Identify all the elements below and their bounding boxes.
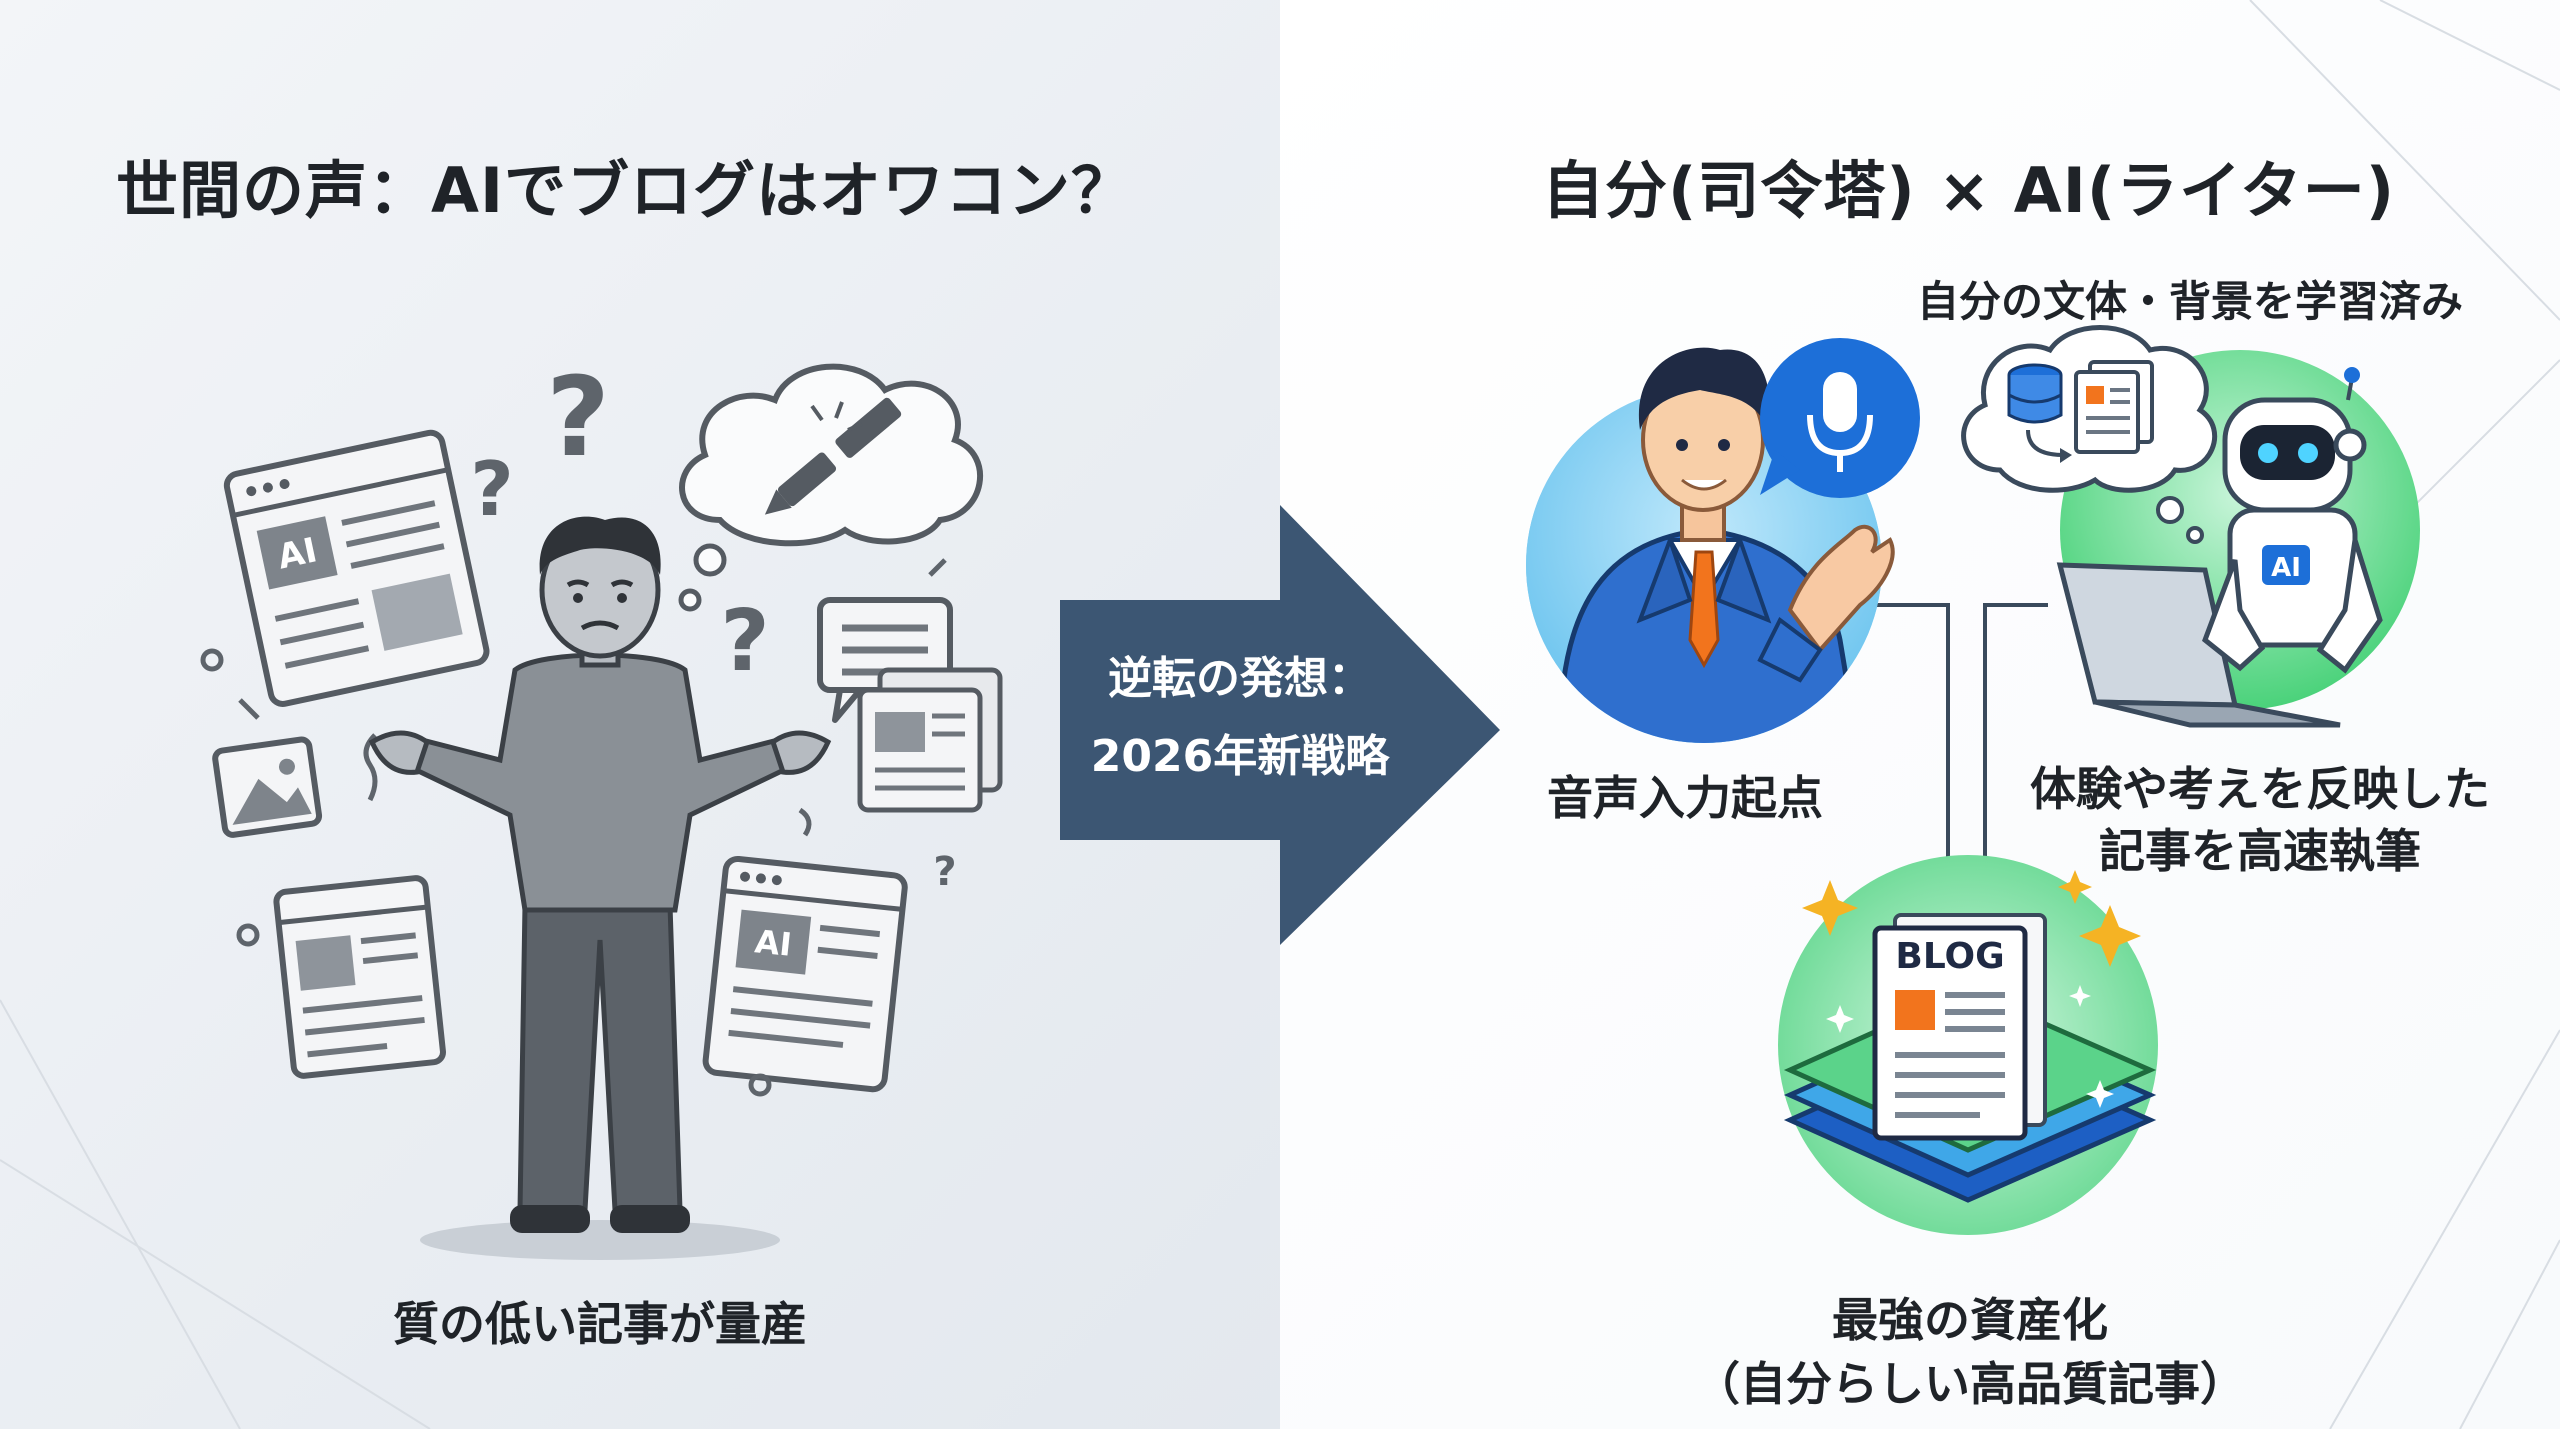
connector-lines xyxy=(1850,603,2048,900)
asset-line-1: 最強の資産化 xyxy=(1832,1293,2108,1347)
image-icon xyxy=(212,736,323,838)
blog-asset-illustration: BLOG xyxy=(1778,855,2158,1235)
documents-icon xyxy=(2074,360,2154,454)
asset-line-2: （自分らしい高品質記事） xyxy=(1694,1357,2246,1411)
voice-input-label: 音声入力起点 xyxy=(1547,771,1823,825)
learning-thought-icon xyxy=(1961,325,2218,544)
robot-ai-badge: AI xyxy=(2271,553,2301,583)
question-mark-icon: ? xyxy=(720,592,769,691)
document-icon xyxy=(273,875,446,1079)
microphone-icon xyxy=(1760,338,1920,498)
sparkle-icon xyxy=(1802,870,2141,967)
arrow-line-1: 逆転の発想： xyxy=(1108,653,1372,704)
ai-document-icon: AI xyxy=(702,855,908,1093)
fast-writing-line-1: 体験や考えを反映した xyxy=(2030,762,2490,816)
stacked-documents-icon xyxy=(857,667,1003,813)
asset-label: 最強の資産化 （自分らしい高品質記事） xyxy=(1690,1288,2250,1416)
left-title: 世間の声：AIでブログはオワコン？ xyxy=(116,154,1135,227)
blog-badge-text: BLOG xyxy=(1895,936,2004,977)
right-title: 自分(司令塔) × AI(ライター) xyxy=(1542,154,2396,227)
ai-document-icon: AI xyxy=(223,429,490,707)
ai-learning-label: 自分の文体・背景を学習済み xyxy=(1916,277,2463,326)
ai-badge-text: AI xyxy=(753,922,793,964)
confused-person-figure xyxy=(368,516,832,1233)
confused-person-illustration: AI ? ? ? ? xyxy=(200,353,1003,1260)
ai-badge-text: AI xyxy=(274,530,320,577)
question-mark-icon: ? xyxy=(546,353,610,481)
question-mark-icon: ? xyxy=(933,849,956,895)
database-icon xyxy=(2007,363,2063,424)
fast-writing-label: 体験や考えを反映した 記事を高速執筆 xyxy=(2010,758,2510,882)
transition-arrow-label: 逆転の発想： 2026年新戦略 xyxy=(1070,640,1410,796)
broken-pen-thought-icon xyxy=(678,363,983,612)
ai-writer-robot-illustration: AI xyxy=(1961,325,2420,728)
commander-person-illustration xyxy=(1526,338,1920,743)
arrow-line-2: 2026年新戦略 xyxy=(1090,731,1390,782)
transition-arrow xyxy=(1060,505,1500,945)
fast-writing-line-2: 記事を高速執筆 xyxy=(2099,824,2421,878)
left-caption: 質の低い記事が量産 xyxy=(393,1297,807,1351)
question-mark-icon: ? xyxy=(470,445,514,533)
